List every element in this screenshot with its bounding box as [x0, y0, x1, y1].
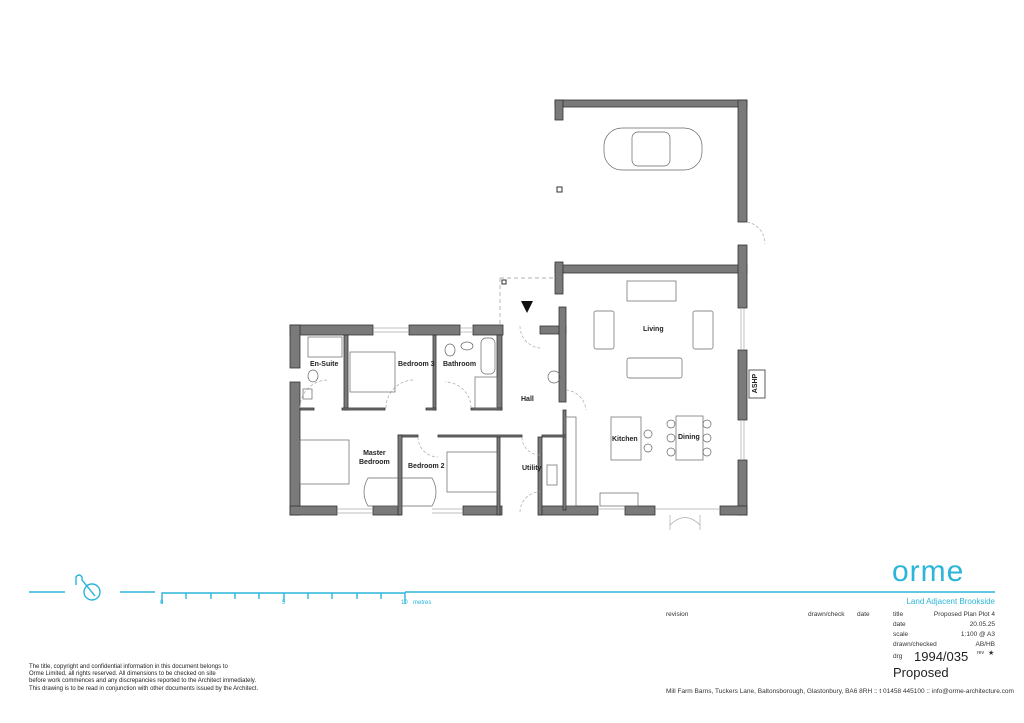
room-label-bedroom-2: Bedroom 2 — [408, 463, 445, 470]
room-label-master-bedroom: Master Bedroom — [359, 449, 390, 467]
room-label-bathroom: Bathroom — [443, 361, 477, 368]
disclaimer-line: before work commences and any discrepanc… — [29, 678, 256, 685]
entrance-arrow-icon — [521, 301, 533, 313]
drg-value: 1994/035 — [914, 649, 969, 664]
scale-value: 1:100 @ A3 — [960, 631, 995, 638]
drawn-value: AB/HB — [975, 641, 995, 648]
room-label-living: Living — [643, 326, 664, 333]
scale-ticks — [185, 593, 382, 602]
rev-value: ★ — [988, 650, 995, 657]
scale-label-0: 0 — [160, 600, 164, 606]
post — [556, 186, 563, 193]
room-label-dining: Dining — [678, 434, 700, 441]
title-value: Proposed Plan Plot 4 — [933, 611, 995, 618]
car — [603, 127, 703, 171]
drg-label: drg — [893, 653, 903, 660]
ashp-unit — [748, 369, 766, 399]
disclaimer-line: The title, copyright and confidential in… — [29, 664, 228, 670]
room-label-kitchen: Kitchen — [612, 436, 638, 443]
room-label-bedroom-3: Bedroom 3 — [398, 361, 435, 368]
windows-and-doors — [299, 221, 766, 530]
post — [501, 279, 507, 285]
drawn-label: drawn/checked — [893, 641, 937, 648]
date-label: date — [893, 621, 906, 628]
room-label-en-suite: En-Suite — [310, 361, 339, 368]
title-label: title — [893, 611, 904, 618]
scale-label-10: 10 — [401, 600, 408, 606]
room-label-master-line2: Bedroom — [359, 459, 390, 466]
north-and-scale — [29, 574, 995, 604]
disclaimer-line: This drawing is to be read in conjunctio… — [29, 685, 259, 692]
header-drawn-check: drawn/check — [808, 611, 845, 618]
scale-unit: metres — [413, 600, 432, 606]
north-arrow-icon — [83, 583, 101, 601]
scale-label: scale — [893, 631, 909, 638]
address: Mill Farm Barns, Tuckers Lane, Baltonsbo… — [666, 688, 1014, 695]
logo: orme — [892, 555, 965, 588]
drawing-status: Proposed — [893, 665, 949, 680]
room-label-utility: Utility — [522, 465, 542, 472]
room-label-master-line1: Master — [363, 450, 386, 457]
rev-label: rev — [977, 650, 984, 656]
project-name: Land Adjacent Brookside — [906, 597, 995, 606]
header-revision: revision — [666, 611, 689, 618]
room-label-ashp: ASHP — [752, 373, 760, 394]
scale-label-5: 5 — [282, 600, 286, 606]
disclaimer-line: Orme Limited, all rights reserved. All d… — [29, 671, 216, 678]
header-date: date — [857, 611, 870, 618]
walls — [289, 99, 748, 516]
room-label-hall: Hall — [521, 396, 534, 403]
furniture — [299, 127, 714, 507]
date-value: 20.05.25 — [969, 621, 995, 628]
disclaimer: The title, copyright and confidential in… — [29, 664, 258, 693]
